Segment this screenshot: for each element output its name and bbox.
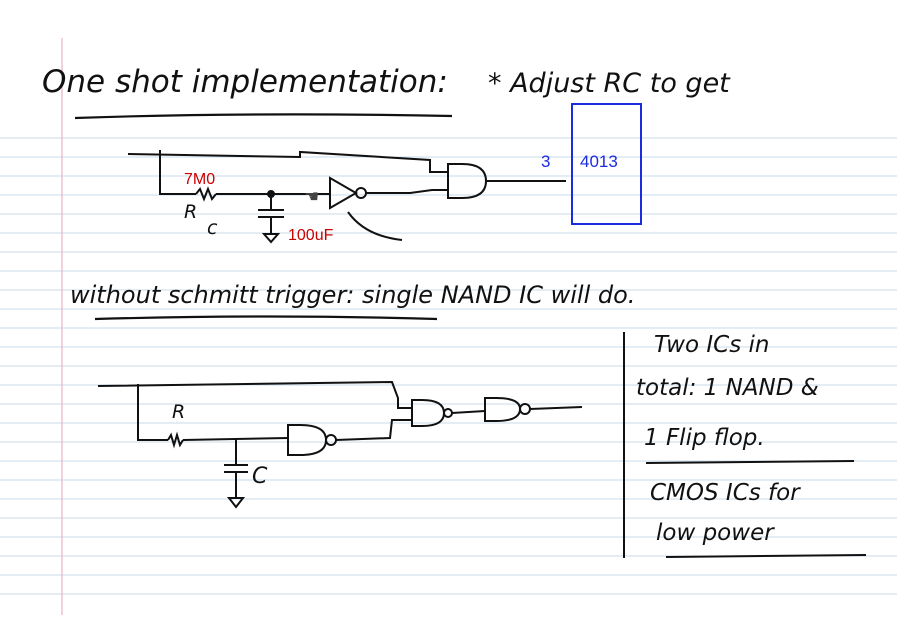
top-rail-wire — [127, 150, 448, 173]
bottom-top-rail-wire — [97, 380, 412, 409]
bottom-c-label: C — [252, 464, 268, 489]
top-nand-gate — [447, 163, 488, 199]
output-tail-curve — [347, 211, 403, 241]
adjust-note-text: * Adjust RC to get — [488, 68, 731, 99]
heading-text: One shot implementation: — [42, 64, 448, 100]
top-ground-icon — [261, 233, 281, 244]
flip-flop-chip-box — [571, 103, 642, 225]
top-circuit — [127, 150, 566, 244]
bottom-r-label: R — [172, 401, 185, 423]
without-schmitt-underline — [94, 315, 438, 321]
bottom-resistor — [167, 431, 184, 449]
pin-number: 3 — [541, 152, 550, 171]
box-divider-underline — [645, 460, 855, 464]
box-bottom-underline — [665, 554, 867, 558]
bottom-first-nand-output-wire — [335, 419, 412, 441]
bottom-third-nand-gate — [484, 397, 522, 422]
top-left-wire — [159, 150, 196, 195]
chip-label: 4013 — [580, 152, 618, 171]
box-line-1: Two ICs in — [654, 332, 769, 358]
bottom-node-wire — [182, 437, 289, 441]
bottom-first-nand-bubble — [325, 434, 337, 446]
box-line-2: total: 1 NAND & — [636, 375, 819, 401]
bottom-second-nand-bubble — [443, 408, 453, 418]
without-schmitt-text: without schmitt trigger: single NAND IC … — [70, 281, 635, 309]
bottom-left-wire — [137, 384, 168, 441]
box-line-5: low power — [656, 520, 775, 546]
bottom-third-nand-bubble — [519, 403, 531, 415]
capacitor-value: 100uF — [288, 227, 334, 244]
top-r-label: R — [184, 201, 197, 223]
inverter-output-wire — [366, 189, 448, 194]
top-capacitor — [258, 194, 284, 234]
bottom-final-output-wire — [529, 406, 583, 410]
bottom-circuit — [97, 380, 583, 509]
schmitt-inverter — [329, 176, 359, 210]
heading-underline — [74, 113, 453, 120]
bottom-ground-icon — [226, 497, 246, 509]
hand-cursor-icon: ☚ — [304, 187, 319, 207]
box-line-3: 1 Flip flop. — [644, 425, 765, 451]
resistor-value: 7M0 — [184, 171, 215, 188]
top-resistor — [195, 186, 217, 202]
bottom-first-nand-gate — [287, 424, 328, 456]
bottom-second-nand-output-wire — [451, 410, 486, 414]
box-line-4: CMOS ICs for — [650, 480, 801, 506]
top-c-label: c — [207, 217, 218, 239]
bottom-capacitor — [224, 440, 248, 498]
